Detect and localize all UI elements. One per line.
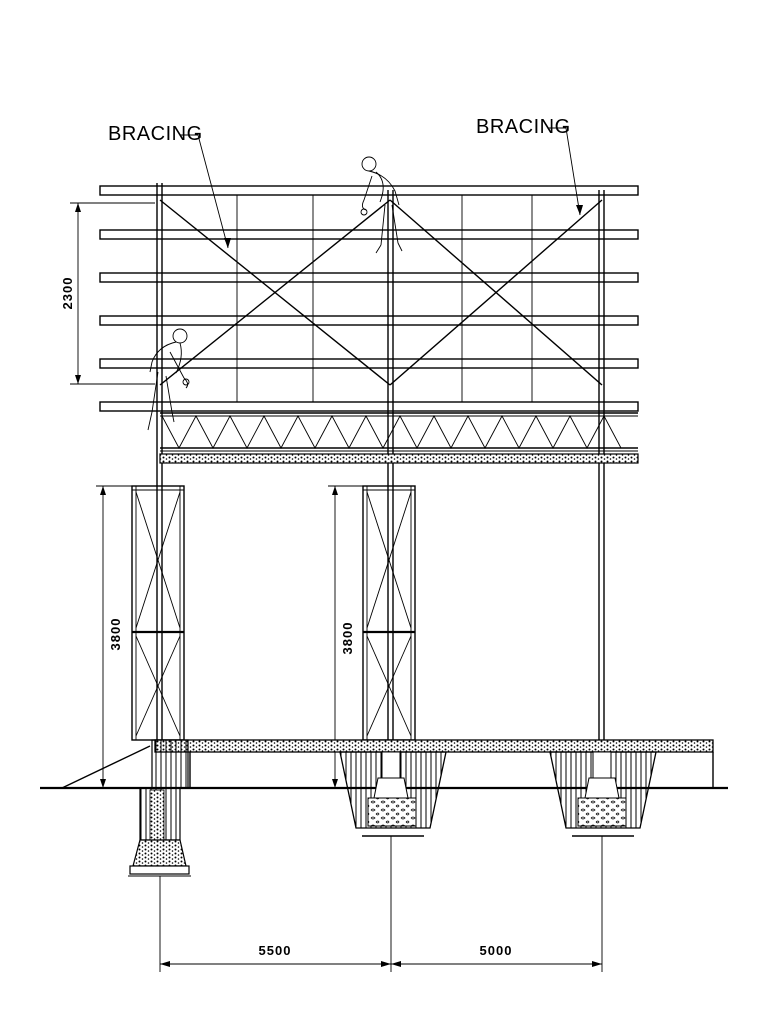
span-dimensions: 5500 5000 <box>160 943 602 967</box>
middle-tower-height-label: 3800 <box>340 622 355 655</box>
middle-tower <box>362 485 416 741</box>
left-tower-height-label: 3800 <box>108 618 123 651</box>
right-footing <box>549 751 657 837</box>
dimension-extension-lines <box>159 836 603 972</box>
panel-secondary-posts <box>236 195 533 402</box>
bracing-label-left-group: BRACING <box>108 123 231 249</box>
span-left-label: 5500 <box>259 943 292 958</box>
span-right-label: 5000 <box>480 943 513 958</box>
bracing-leader-left <box>180 134 229 249</box>
support-truss <box>160 412 638 452</box>
panel-height-label: 2300 <box>60 277 75 310</box>
panel-height-dimension: 2300 <box>60 202 155 385</box>
left-tower <box>131 485 185 741</box>
worker-figure-left <box>147 328 190 431</box>
worker-figure-top <box>360 156 403 254</box>
panel-x-bracing <box>159 199 603 386</box>
panel-purlins <box>99 185 639 412</box>
bracing-leader-right <box>548 127 581 216</box>
ground-slope-line <box>61 745 151 789</box>
left-foundation <box>128 739 191 877</box>
middle-tower-height-dimension: 3800 <box>328 485 363 788</box>
walkway-platform <box>159 453 639 464</box>
bracing-label-right-group: BRACING <box>476 116 583 216</box>
bracing-label-left: BRACING <box>108 123 203 145</box>
left-tower-height-dimension: 3800 <box>96 485 132 788</box>
middle-footing <box>339 751 447 837</box>
bracing-label-right: BRACING <box>476 116 571 138</box>
main-columns <box>156 183 605 740</box>
